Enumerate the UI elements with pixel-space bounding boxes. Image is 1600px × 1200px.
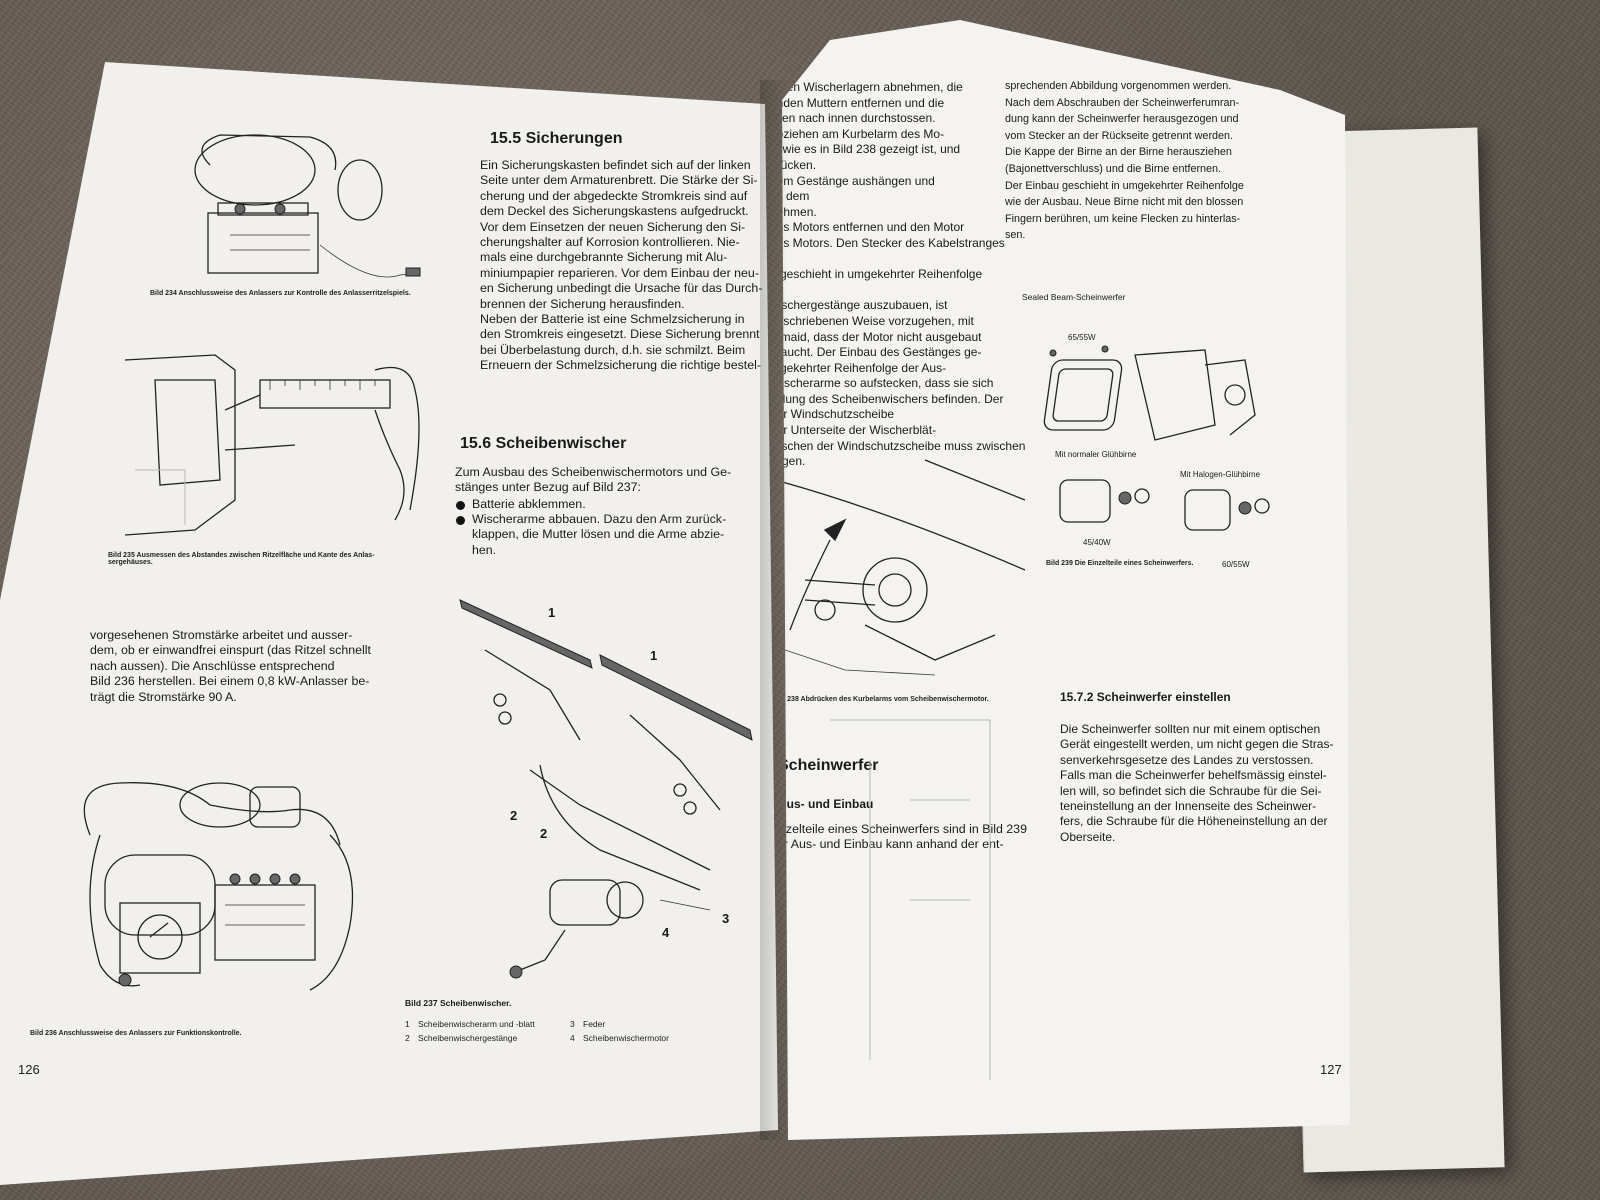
fig239-title: Sealed Beam-Scheinwerfer: [1022, 292, 1126, 302]
caption-237: Bild 237 Scheibenwischer.: [405, 998, 512, 1008]
bullet-dot-2: [456, 516, 465, 525]
subheading-15-7-1: Aus- und Einbau: [778, 797, 874, 811]
page-number-left: 126: [18, 1062, 40, 1077]
figure-239-bulb-variants: [1059, 479, 1270, 531]
show-through-diagram: [830, 719, 991, 1080]
body-15-7-2: Die Scheinwerfer sollten nur mit einem o…: [1060, 722, 1334, 844]
label-65-55w: 65/55W: [1068, 333, 1096, 342]
callout-4: 4: [662, 925, 670, 940]
figure-234-starter-battery: [194, 134, 421, 278]
right-page: n den Wischerlagern abnehmen, die enden …: [770, 20, 1350, 1140]
body-lower-text: vorgesehenen Stromstärke arbeitet und au…: [90, 628, 371, 704]
figure-236-function-test: [83, 782, 354, 991]
label-halogen-bulb: Mit Halogen-Glühbirne: [1180, 470, 1261, 479]
figure-235-pinion-measurement: [124, 354, 420, 536]
body-15-7-1: Einzelteile eines Scheinwerfers sind in …: [782, 822, 1027, 852]
legend-num-2: 2: [405, 1033, 410, 1043]
legend-num-3: 3: [570, 1019, 575, 1029]
heading-15-7-2: 15.7.2 Scheinwerfer einstellen: [1060, 690, 1231, 704]
label-60-55w: 60/55W: [1222, 560, 1250, 569]
heading-15-7: Scheinwerfer: [778, 757, 879, 774]
legend-text-2: Scheibenwischergestänge: [418, 1033, 518, 1043]
figure-237-wiper-assembly: [459, 599, 753, 979]
callout-2b: 2: [540, 826, 548, 841]
caption-234: Bild 234 Anschlussweise des Anlassers zu…: [150, 290, 411, 297]
bullet-text-1: Batterie abklemmen.: [472, 497, 586, 511]
legend-text-4: Scheibenwischermotor: [583, 1033, 669, 1043]
right-col2-text: sprechenden Abbildung vorgenommen werden…: [1005, 80, 1244, 242]
callout-1a: 1: [548, 605, 556, 620]
caption-239: Bild 239 Die Einzelteile eines Scheinwer…: [1046, 560, 1194, 567]
bullet-text-2: Wischerarme abbauen. Dazu den Arm zurück…: [472, 512, 727, 557]
callout-2a: 2: [510, 808, 518, 823]
label-normal-bulb: Mit normaler Glühbirne: [1055, 450, 1137, 459]
caption-236: Bild 236 Anschlussweise des Anlassers zu…: [30, 1030, 242, 1037]
caption-235: Bild 235 Ausmessen des Abstandes zwische…: [108, 552, 375, 566]
book-gutter-shadow: [760, 80, 800, 1140]
legend-num-1: 1: [405, 1019, 410, 1029]
label-45-40w: 45/40W: [1083, 538, 1111, 547]
heading-15-6: 15.6 Scheibenwischer: [460, 435, 627, 452]
heading-15-5: 15.5 Sicherungen: [490, 130, 623, 147]
page-number-right: 127: [1320, 1062, 1342, 1077]
legend-text-3: Feder: [583, 1019, 606, 1029]
intro-15-6: Zum Ausbau des Scheibenwischermotors und…: [455, 465, 732, 495]
bullet-dot-1: [456, 501, 465, 510]
figure-239-sealed-beam: [1043, 345, 1256, 441]
right-col1-text: n den Wischerlagern abnehmen, die enden …: [770, 80, 1026, 468]
body-15-5: Ein Sicherungskasten befindet sich auf d…: [480, 158, 763, 373]
callout-1b: 1: [650, 648, 658, 663]
callout-3: 3: [722, 911, 730, 926]
left-page: Bild 234 Anschlussweise des Anlassers zu…: [0, 62, 778, 1185]
legend-text-1: Scheibenwischerarm und -blatt: [418, 1019, 535, 1029]
figure-238-crank-arm: [782, 459, 1026, 676]
legend-num-4: 4: [570, 1033, 575, 1043]
